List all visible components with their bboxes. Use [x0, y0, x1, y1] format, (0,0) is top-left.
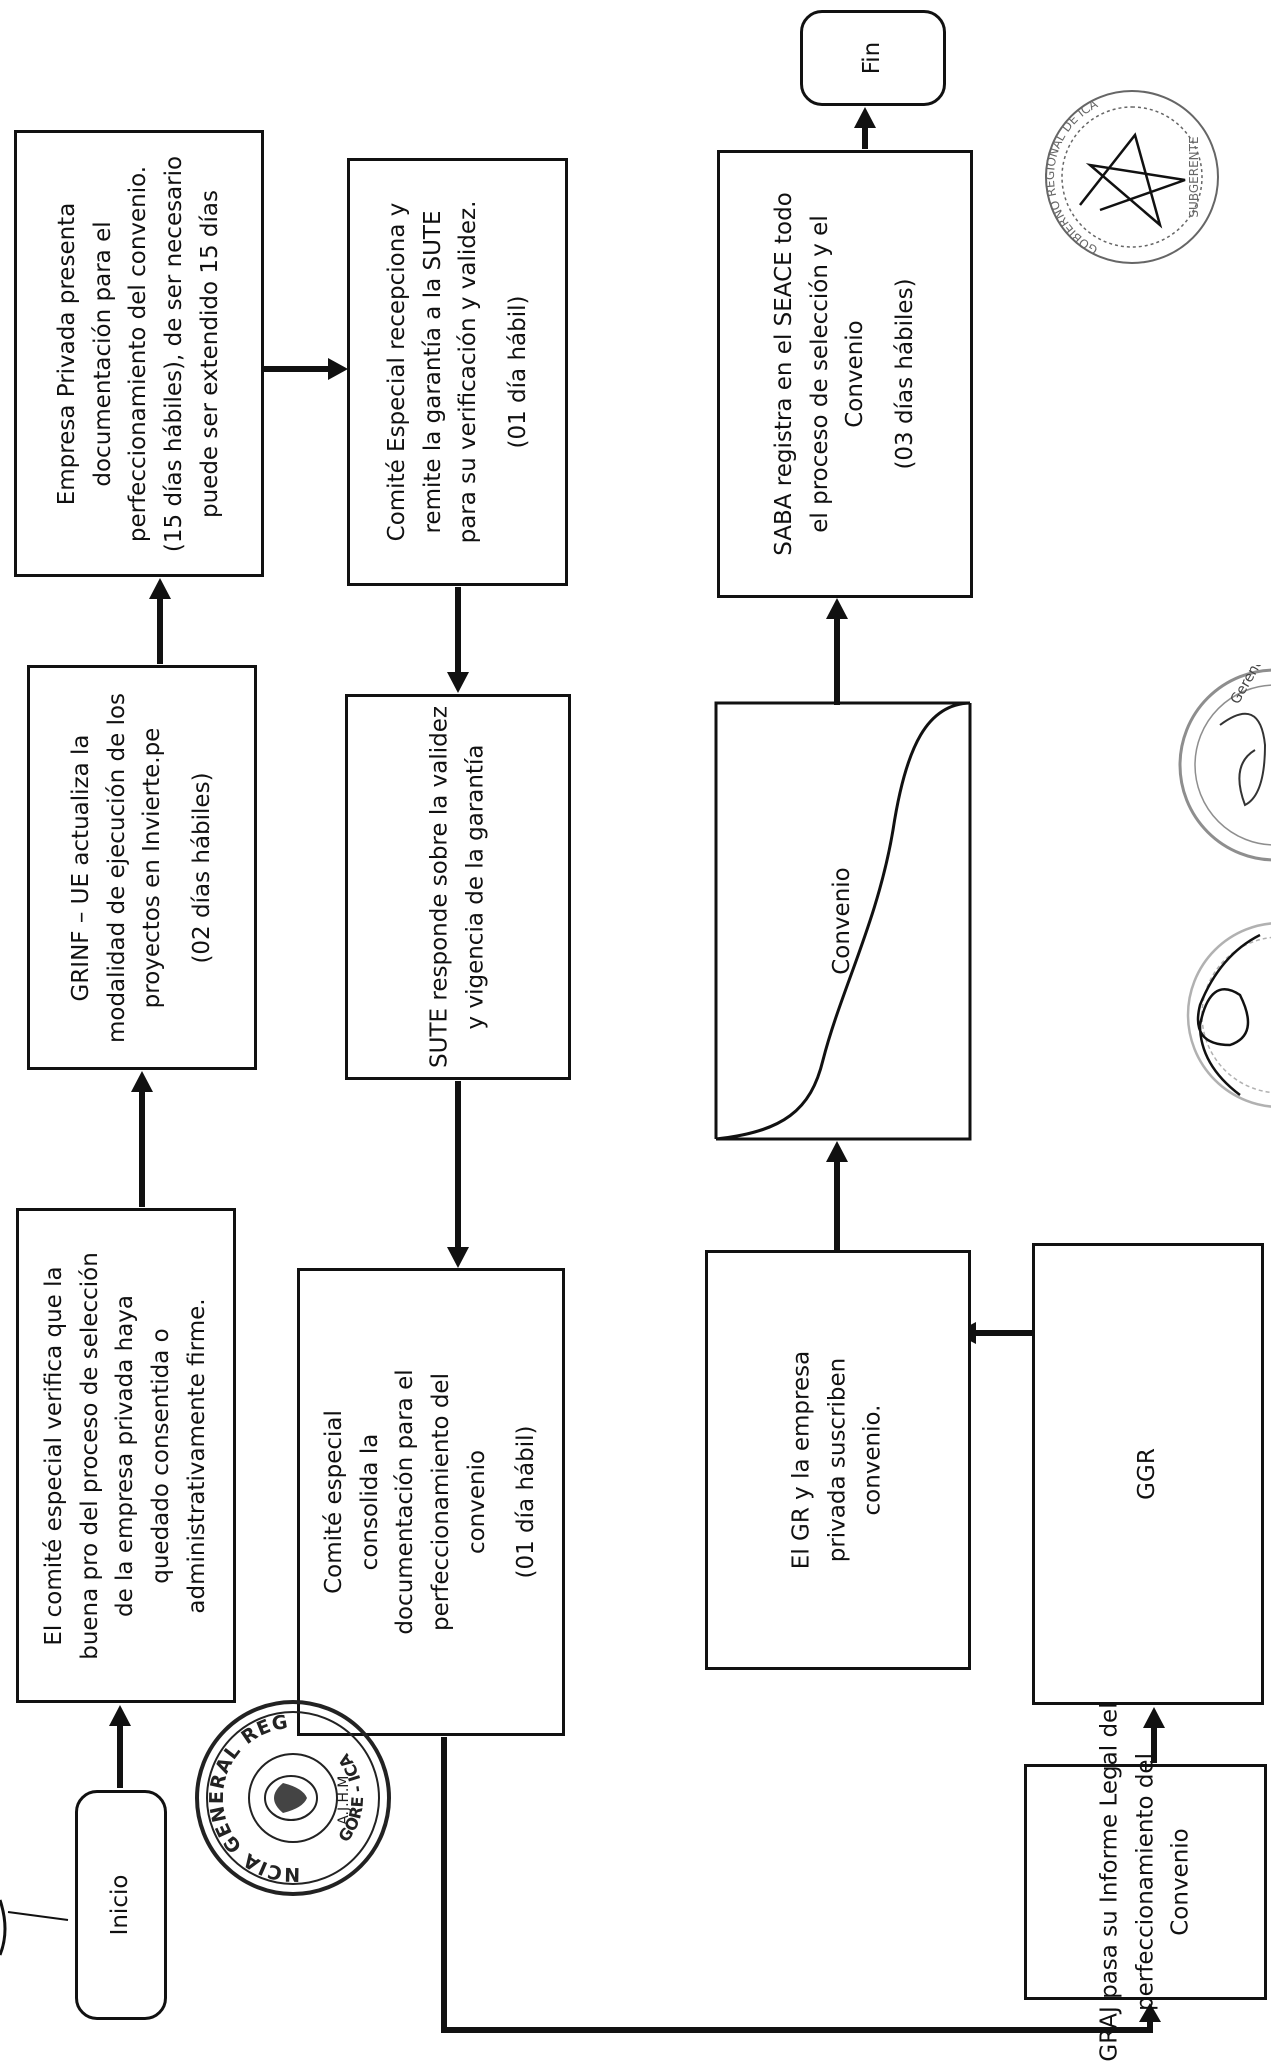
edge-consolida-graj	[441, 1737, 1153, 2033]
gerencia-general-regional-seal: GERENCIA GENERAL REGIONAL GORE - ICA A.J…	[188, 1700, 391, 1903]
step-duration: (01 día hábil)	[504, 295, 531, 449]
step-duration: (02 días hábiles)	[188, 771, 215, 964]
seal-subtext: SUBGERENTE	[1187, 136, 1201, 217]
start-node: Inicio	[75, 1790, 167, 2020]
signature-mark	[1079, 132, 1186, 229]
step-text-line: administrativamente firme.	[183, 1297, 210, 1614]
agreement-document: Convenio	[713, 700, 973, 1142]
step-text-line: perfeccionamiento del	[428, 1373, 455, 1631]
step-text-line: modalidad de ejecución de los	[103, 692, 130, 1043]
step-text-line: Convenio	[1167, 1828, 1194, 1936]
document-label: Convenio	[829, 867, 856, 975]
step-text-line: para su verificación y validez.	[454, 200, 481, 544]
faded-seal-with-signature	[1186, 922, 1271, 1108]
step-text-line: perfeccionamiento del	[1131, 1753, 1158, 2011]
step-text-line: SUTE responde sobre la validez	[426, 706, 453, 1068]
step-text-line: y vigencia de la garantía	[462, 744, 488, 1030]
step-text-line: quedado consentida o	[147, 1327, 174, 1584]
step-text-line: documentación para el	[89, 220, 116, 487]
committee-consolidates-step: Comité especial consolida la documentaci…	[297, 1268, 565, 1736]
start-label: Inicio	[107, 1874, 134, 1936]
saba-seace-register-step: SABA registra en el SEACE todo el proces…	[717, 150, 973, 598]
end-label: Fin	[859, 41, 886, 75]
stray-mark-tail	[7, 1911, 69, 1921]
sute-response-step: SUTE responde sobre la validez y vigenci…	[345, 694, 571, 1080]
svg-text:GOBIERNO REGIONAL DE ICA: GOBIERNO REGIONAL DE ICA	[1043, 96, 1101, 257]
signature-mark	[1196, 933, 1261, 1096]
step-text-line: de la empresa privada haya	[112, 1294, 139, 1617]
step-text-line: el proceso de selección y el	[806, 215, 833, 533]
step-duration: (15 días hábiles), de ser necesario	[160, 155, 187, 552]
step-text-line: consolida la	[356, 1433, 383, 1571]
step-text-line: convenio	[463, 1449, 490, 1555]
sign-agreement-step: El GR y la empresa privada suscriben con…	[705, 1250, 971, 1670]
step-text-line: GRAJ pasa su Informe Legal del	[1096, 1702, 1123, 2062]
end-node: Fin	[800, 10, 946, 106]
step-duration: (01 día hábil)	[513, 1425, 540, 1579]
committee-receives-guarantee-step: Comité Especial recepciona y remite la g…	[347, 158, 568, 586]
step-text-line: remite la garantía a la SUTE	[418, 210, 445, 534]
regional-seal-partial: Gerencia Regional De	[1178, 665, 1271, 862]
ggr-step: GGR	[1032, 1243, 1264, 1705]
step-text-line: convenio.	[859, 1404, 886, 1516]
step-text-line: Comité Especial recepciona y	[383, 202, 410, 542]
verify-buena-pro-step: El comité especial verifica que la buena…	[16, 1208, 236, 1703]
stray-mark	[0, 1899, 7, 1956]
step-text-line: GGR	[1134, 1448, 1161, 1500]
step-text-line: privada suscriben	[824, 1357, 851, 1563]
step-text-line: El comité especial verifica que la	[40, 1265, 67, 1646]
step-duration: (03 días hábiles)	[891, 278, 918, 470]
step-text-line: SABA registra en el SEACE todo	[770, 192, 797, 556]
step-text-line: proyectos en Invierte.pe	[139, 727, 166, 1008]
signature-mark	[1219, 712, 1267, 807]
graj-legal-report-step: GRAJ pasa su Informe Legal del perfeccio…	[1024, 1702, 1267, 2062]
grinf-update-step: GRINF – UE actualiza la modalidad de eje…	[27, 665, 257, 1070]
step-text-line: Convenio	[842, 320, 869, 428]
seal-text: GOBIERNO REGIONAL DE ICA	[1043, 96, 1101, 257]
step-text-line: GRINF – UE actualiza la	[67, 734, 94, 1001]
subgerencia-seal: GOBIERNO REGIONAL DE ICA SUBGERENTE	[1043, 90, 1219, 264]
step-text-line: perfeccionamiento del convenio.	[125, 165, 152, 542]
company-documentation-step: Empresa Privada presenta documentación p…	[14, 130, 264, 577]
seal-initials: A.J.H.M.	[336, 1771, 352, 1825]
step-text-line: buena pro del proceso de selección	[76, 1251, 103, 1660]
step-text-line: documentación para el	[392, 1369, 419, 1635]
agreement-document-shape	[714, 701, 972, 1141]
step-text-line: Empresa Privada presenta	[53, 202, 80, 505]
step-text-line: Comité especial	[321, 1410, 348, 1594]
step-text-line: El GR y la empresa	[788, 1350, 815, 1570]
step-text-line: puede ser extendido 15 días	[196, 189, 223, 518]
